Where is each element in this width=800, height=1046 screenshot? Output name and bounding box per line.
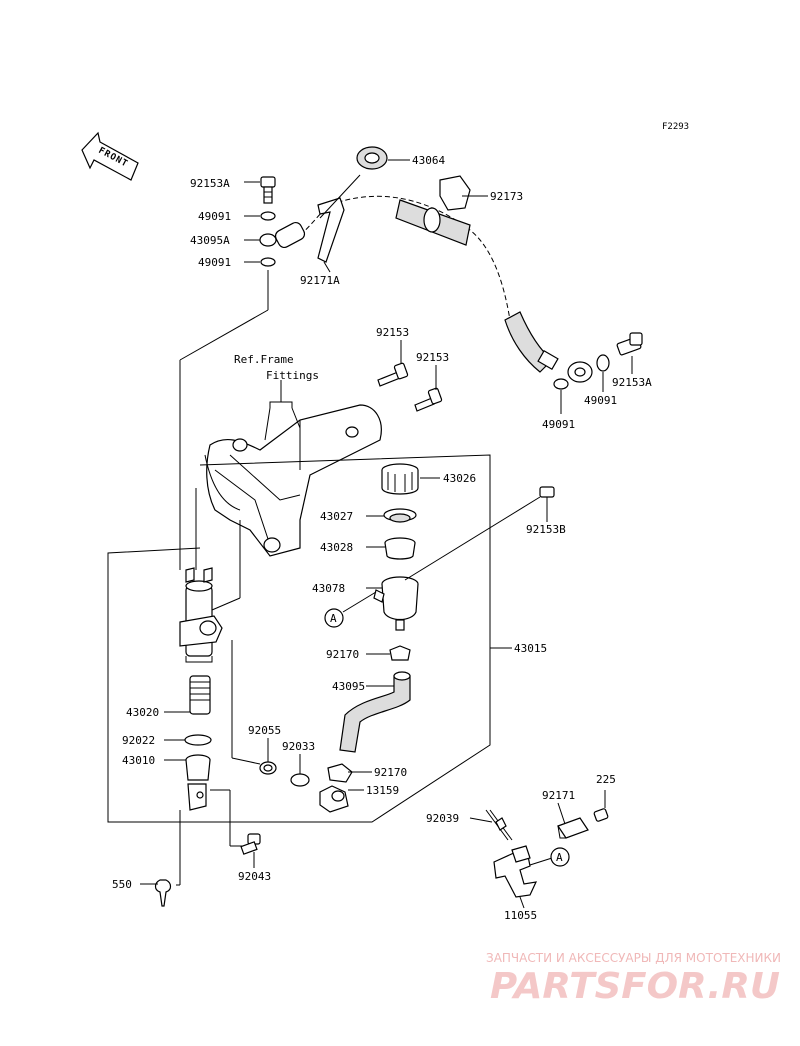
label-92043: 92043 bbox=[238, 870, 271, 883]
diagram-code: F2293 bbox=[662, 122, 689, 132]
washer-49091-icon bbox=[260, 211, 276, 221]
watermark-brand: PARTSFOR.RU bbox=[490, 966, 780, 1007]
label-43026: 43026 bbox=[443, 472, 476, 485]
label-92171A: 92171A bbox=[300, 274, 340, 287]
label-92153B: 92153B bbox=[526, 523, 566, 536]
callout-a-upper: A bbox=[324, 591, 377, 628]
label-49091-a: 49091 bbox=[198, 210, 231, 223]
clip-92171A-icon bbox=[317, 197, 345, 263]
label-43028: 43028 bbox=[320, 541, 353, 554]
label-43095: 43095 bbox=[332, 680, 365, 693]
label-92055: 92055 bbox=[248, 724, 281, 737]
bolt-92153-a-icon bbox=[377, 362, 409, 387]
frame-bracket bbox=[204, 404, 382, 557]
clamp-92173-icon bbox=[439, 175, 471, 211]
label-13159: 13159 bbox=[366, 784, 399, 797]
ref-note-line2: Fittings bbox=[266, 369, 319, 382]
label-43020: 43020 bbox=[126, 706, 159, 719]
label-43027: 43027 bbox=[320, 510, 353, 523]
callout-a-lower: A bbox=[550, 847, 570, 867]
svg-text:A: A bbox=[556, 851, 563, 864]
washer-49091-icon bbox=[260, 257, 276, 267]
label-49091-b: 49091 bbox=[198, 256, 231, 269]
bolt-92153A-right-icon bbox=[616, 332, 643, 356]
label-43015: 43015 bbox=[514, 642, 547, 655]
label-92153-b: 92153 bbox=[416, 351, 449, 364]
label-92033: 92033 bbox=[282, 740, 315, 753]
label-92022: 92022 bbox=[122, 734, 155, 747]
label-43064: 43064 bbox=[412, 154, 445, 167]
label-92153A-right: 92153A bbox=[612, 376, 652, 389]
label-49091-d: 49091 bbox=[542, 418, 575, 431]
master-cylinder bbox=[179, 567, 223, 811]
ref-note-line1: Ref.Frame bbox=[234, 353, 294, 366]
reservoir-stack bbox=[259, 463, 419, 813]
label-92170-a: 92170 bbox=[326, 648, 359, 661]
label-43095A: 43095A bbox=[190, 234, 230, 247]
label-43010: 43010 bbox=[122, 754, 155, 767]
bolt-92153-b-icon bbox=[414, 387, 443, 412]
front-arrow-icon: FRONT bbox=[81, 131, 139, 181]
label-92173: 92173 bbox=[490, 190, 523, 203]
pin-92043-icon bbox=[240, 833, 261, 855]
label-92153-a: 92153 bbox=[376, 326, 409, 339]
label-49091-c: 49091 bbox=[584, 394, 617, 407]
label-92170-b: 92170 bbox=[374, 766, 407, 779]
label-92039: 92039 bbox=[426, 812, 459, 825]
watermark-tagline: ЗАПЧАСТИ И АКСЕССУАРЫ ДЛЯ МОТОТЕХНИКИ bbox=[486, 951, 781, 965]
lower-bracket bbox=[485, 790, 609, 909]
label-92171: 92171 bbox=[542, 789, 575, 802]
label-43078: 43078 bbox=[312, 582, 345, 595]
label-92153A-top: 92153A bbox=[190, 177, 230, 190]
bolt-92153A-icon bbox=[260, 176, 276, 204]
label-225: 225 bbox=[596, 773, 616, 786]
cotter-pin-550-icon bbox=[154, 879, 172, 907]
banjo-43095A-icon bbox=[274, 221, 306, 249]
hose-assembly bbox=[259, 146, 643, 390]
label-550: 550 bbox=[112, 878, 132, 891]
svg-text:A: A bbox=[330, 612, 337, 625]
label-11055: 11055 bbox=[504, 909, 537, 922]
